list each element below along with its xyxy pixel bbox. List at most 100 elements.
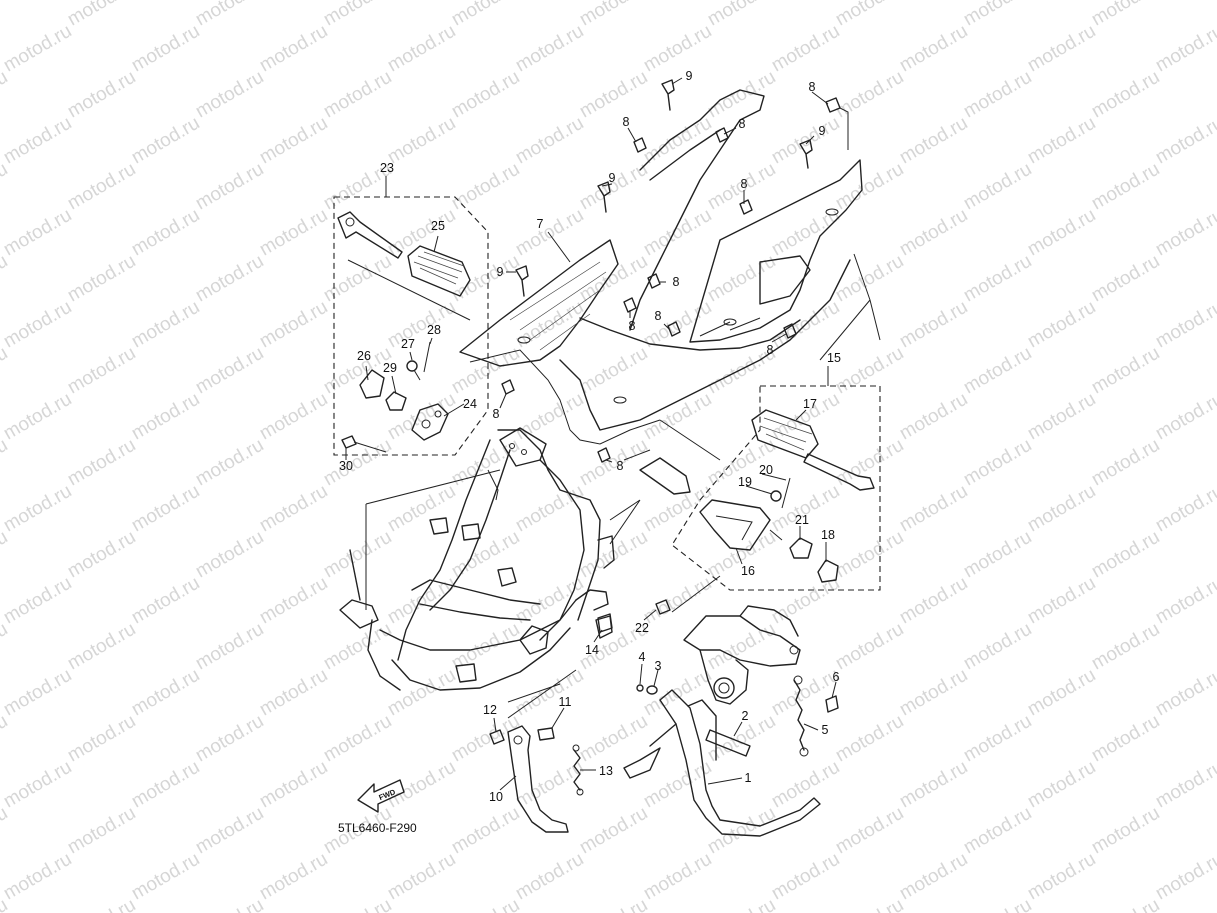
watermark-text: motod.ru bbox=[0, 113, 75, 169]
diagram-code: 5TL6460-F290 bbox=[338, 821, 417, 835]
watermark-text: motod.ru bbox=[832, 0, 907, 30]
frame-tube-left bbox=[397, 439, 491, 661]
watermark-text: motod.ru bbox=[0, 205, 75, 261]
watermark-text: motod.ru bbox=[256, 21, 331, 77]
watermark-text: motod.ru bbox=[192, 711, 267, 767]
watermark-text: motod.ru bbox=[1024, 481, 1099, 537]
watermark-text: motod.ru bbox=[256, 205, 331, 261]
callout-8-c: 8 bbox=[739, 117, 746, 131]
watermark-text: motod.ru bbox=[1088, 435, 1163, 491]
watermark-text: motod.ru bbox=[192, 343, 267, 399]
watermark-text: motod.ru bbox=[0, 21, 75, 77]
watermark-text: motod.ru bbox=[384, 849, 459, 905]
watermark-text: motod.ru bbox=[896, 297, 971, 353]
watermark-text: motod.ru bbox=[1088, 251, 1163, 307]
watermark-text: motod.ru bbox=[704, 895, 779, 913]
watermark-text: motod.ru bbox=[704, 251, 779, 307]
bolt-11 bbox=[537, 727, 555, 741]
watermark-text: motod.ru bbox=[1152, 849, 1217, 905]
watermark-text: motod.ru bbox=[576, 435, 651, 491]
watermark-text: motod.ru bbox=[1088, 159, 1163, 215]
watermark-text: motod.ru bbox=[448, 0, 523, 30]
watermark-text: motod.ru bbox=[768, 21, 843, 77]
watermark-text: motod.ru bbox=[192, 895, 267, 913]
watermark-text: motod.ru bbox=[512, 205, 587, 261]
watermark-text: motod.ru bbox=[832, 803, 907, 859]
watermark-text: motod.ru bbox=[960, 0, 1035, 30]
watermark-text: motod.ru bbox=[960, 711, 1035, 767]
watermark-text: motod.ru bbox=[832, 711, 907, 767]
watermark-text: motod.ru bbox=[896, 205, 971, 261]
watermark-text: motod.ru bbox=[448, 343, 523, 399]
fasteners bbox=[501, 79, 841, 633]
watermark-text: motod.ru bbox=[0, 297, 75, 353]
watermark-text: motod.ru bbox=[256, 389, 331, 445]
watermark-text: motod.ru bbox=[64, 803, 139, 859]
screw-9-a bbox=[661, 79, 675, 111]
watermark-text: motod.ru bbox=[512, 21, 587, 77]
watermark-text: motod.ru bbox=[320, 619, 395, 675]
watermark-text: motod.ru bbox=[576, 251, 651, 307]
watermark-text: motod.ru bbox=[192, 67, 267, 123]
clip-8-j bbox=[597, 447, 611, 463]
clip-8-e bbox=[647, 273, 661, 289]
clip-20 bbox=[781, 477, 791, 509]
clip-8-g bbox=[667, 321, 681, 337]
callout-29: 29 bbox=[383, 361, 397, 375]
watermark-text: motod.ru bbox=[0, 573, 75, 629]
watermark-text: motod.ru bbox=[896, 389, 971, 445]
callout-19: 19 bbox=[738, 475, 752, 489]
callout-8-e: 8 bbox=[673, 275, 680, 289]
footrest-rubber-25 bbox=[407, 245, 471, 297]
callout-27: 27 bbox=[401, 337, 415, 351]
watermark-text: motod.ru bbox=[64, 711, 139, 767]
watermark-text: motod.ru bbox=[896, 21, 971, 77]
watermark-text: motod.ru bbox=[448, 803, 523, 859]
bolt-22 bbox=[655, 599, 671, 615]
callout-13: 13 bbox=[599, 764, 613, 778]
callout-8-b: 8 bbox=[623, 115, 630, 129]
watermark-text: motod.ru bbox=[832, 895, 907, 913]
spring-13 bbox=[573, 749, 581, 791]
watermark-text: motod.ru bbox=[1088, 711, 1163, 767]
footrest-rubber-17 bbox=[751, 409, 819, 459]
watermark-text: motod.ru bbox=[960, 251, 1035, 307]
watermark-text: motod.ru bbox=[640, 849, 715, 905]
watermark-text: motod.ru bbox=[832, 527, 907, 583]
watermark-text: motod.ru bbox=[64, 251, 139, 307]
watermark-text: motod.ru bbox=[512, 113, 587, 169]
callout-14: 14 bbox=[585, 643, 599, 657]
watermark-text: motod.ru bbox=[128, 573, 203, 629]
callout-9-a: 9 bbox=[686, 69, 693, 83]
callout-8-d: 8 bbox=[741, 177, 748, 191]
watermark-text: motod.ru bbox=[128, 757, 203, 813]
watermark-text: motod.ru bbox=[320, 67, 395, 123]
callout-8-a: 8 bbox=[809, 80, 816, 94]
callout-9-b: 9 bbox=[819, 124, 826, 138]
watermark-text: motod.ru bbox=[384, 21, 459, 77]
group-15-box bbox=[671, 385, 881, 591]
spring-5 bbox=[793, 679, 805, 751]
watermark-text: motod.ru bbox=[1152, 757, 1217, 813]
watermark-text: motod.ru bbox=[0, 665, 75, 721]
watermark-text: motod.ru bbox=[1088, 527, 1163, 583]
watermark-text: motod.ru bbox=[384, 113, 459, 169]
callout-1: 1 bbox=[745, 771, 752, 785]
watermark-text: motod.ru bbox=[832, 343, 907, 399]
stand-assemblies bbox=[489, 605, 839, 837]
watermark-text: motod.ru bbox=[1024, 757, 1099, 813]
watermark-text: motod.ru bbox=[576, 895, 651, 913]
pin-19 bbox=[770, 490, 782, 502]
watermark-text: motod.ru bbox=[256, 297, 331, 353]
watermark-text: motod.ru bbox=[960, 527, 1035, 583]
watermark-text: motod.ru bbox=[640, 389, 715, 445]
watermark-text: motod.ru bbox=[64, 895, 139, 913]
watermark-text: motod.ru bbox=[64, 0, 139, 30]
clip-8-b bbox=[633, 137, 647, 153]
callout-16: 16 bbox=[741, 564, 755, 578]
watermark-text: motod.ru bbox=[768, 757, 843, 813]
watermark-text: motod.ru bbox=[128, 21, 203, 77]
watermark-text: motod.ru bbox=[1024, 389, 1099, 445]
watermark-text: motod.ru bbox=[960, 343, 1035, 399]
clip-28 bbox=[423, 341, 431, 373]
